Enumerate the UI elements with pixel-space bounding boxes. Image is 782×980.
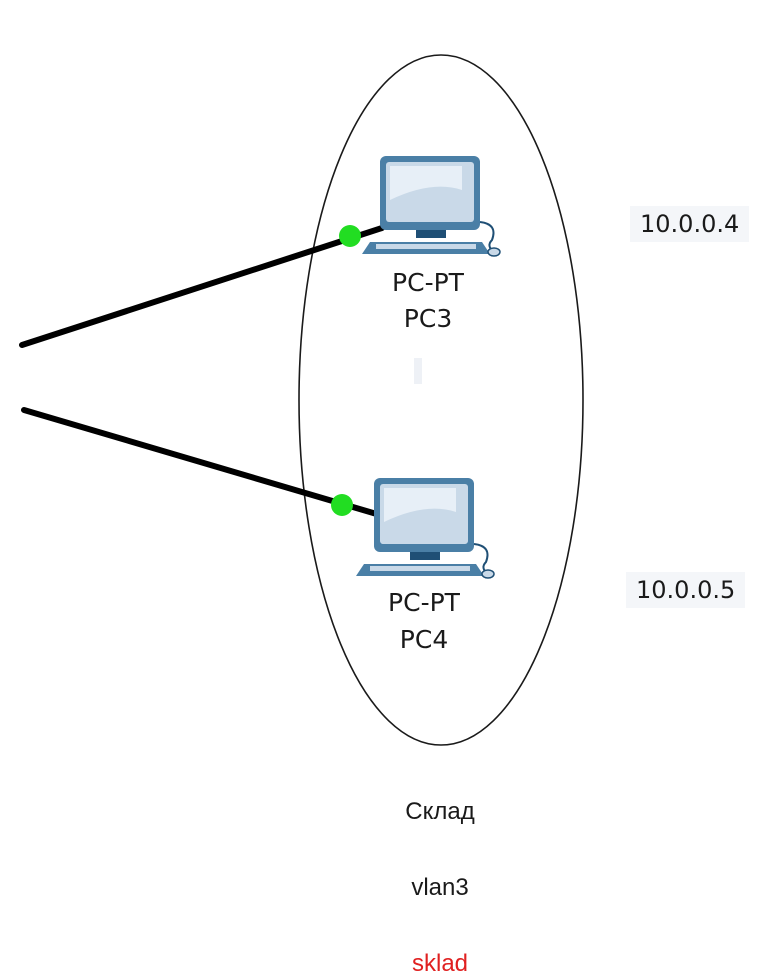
vlan-tag-note: sklad	[411, 950, 469, 977]
desktop-pc-icon[interactable]	[356, 472, 496, 582]
desktop-pc-icon[interactable]	[362, 150, 502, 260]
device-name-label: PC4	[399, 625, 449, 654]
device-name-label: PC3	[403, 304, 453, 333]
link-status-icon	[331, 494, 353, 516]
link-status-icon	[339, 225, 361, 247]
ip-address-label: 10.0.0.4	[630, 206, 750, 242]
ip-address-label: 10.0.0.5	[626, 572, 746, 608]
vlan-ellipse	[298, 54, 584, 746]
group-name-note: Склад	[405, 798, 475, 825]
empty-label-placeholder	[414, 358, 422, 384]
vlan-note: vlan3	[411, 874, 469, 901]
device-model-label: PC-PT	[388, 588, 460, 617]
link-to-pc3[interactable]	[19, 225, 385, 348]
device-model-label: PC-PT	[392, 268, 464, 297]
link-to-pc4[interactable]	[21, 407, 383, 518]
